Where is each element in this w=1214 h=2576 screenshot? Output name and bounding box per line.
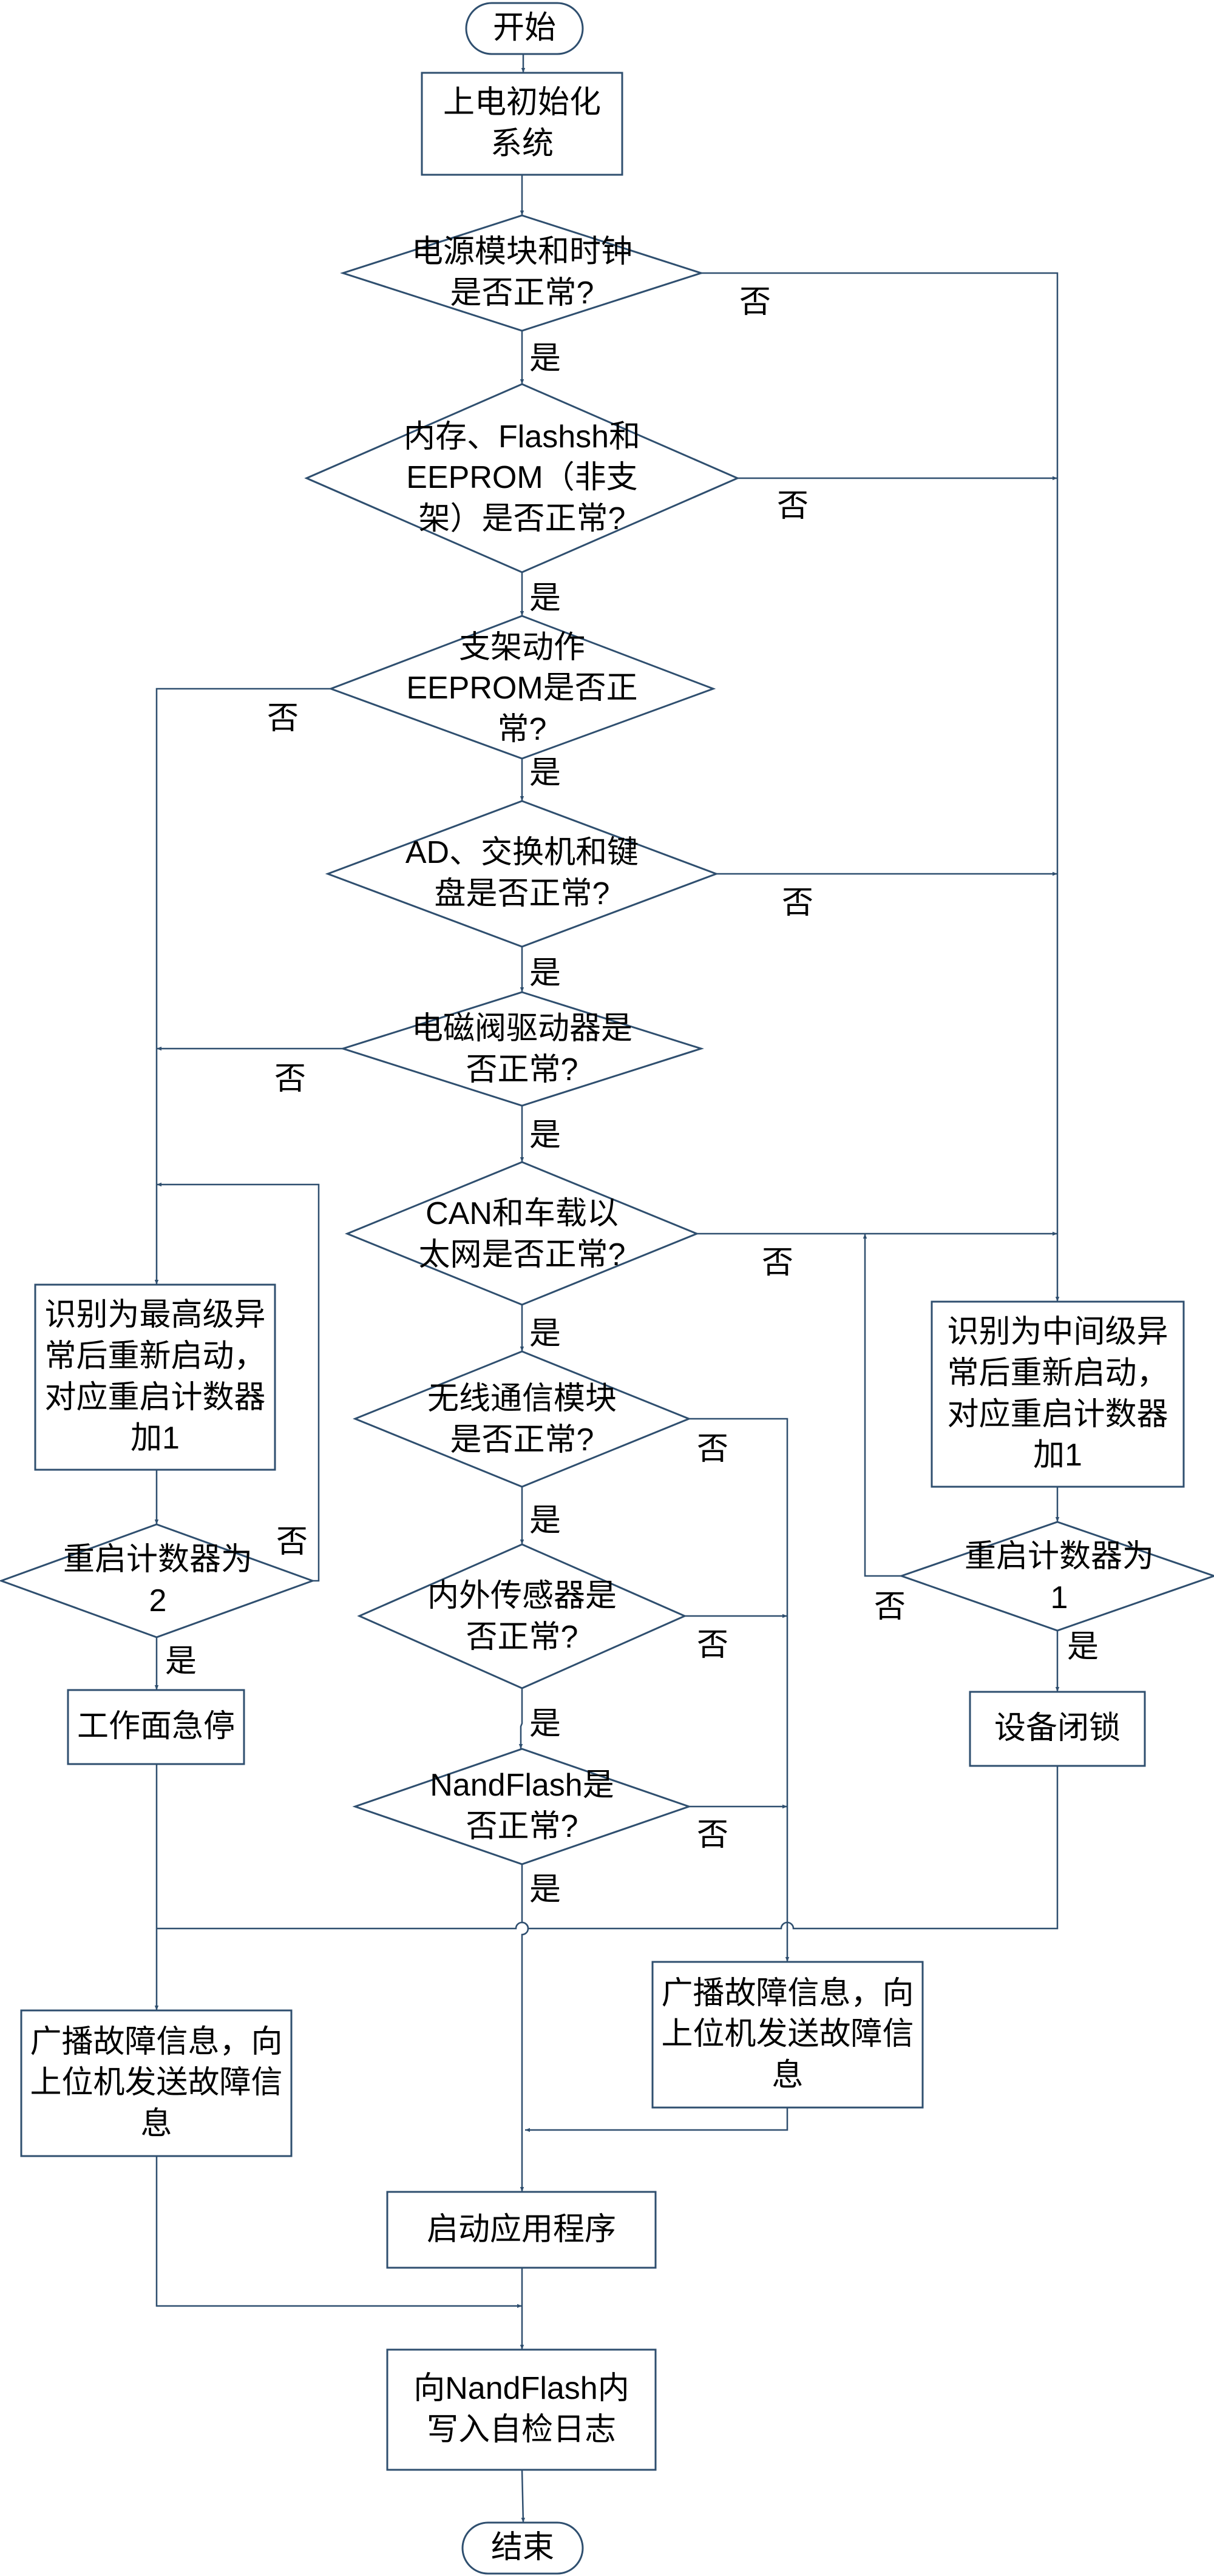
wireless-no-label: 否	[697, 1432, 729, 1467]
valve-driver-label: 电磁阀驱动器是 否正常?	[411, 1011, 632, 1087]
wireless-yes-label: 是	[529, 1503, 561, 1538]
restart-count-1-no-label: 否	[874, 1589, 906, 1624]
can-ethernet-label: CAN和车载以 太网是否正常?	[418, 1196, 626, 1273]
sensors-no-label: 否	[697, 1628, 729, 1663]
eeprom-yes-label: 是	[529, 756, 561, 791]
broadcast-left-label: 广播故障信息，向 上位机发送故障信 息	[30, 2024, 283, 2142]
emergency-stop-box	[67, 1689, 245, 1765]
edge-cnt1-no	[863, 1234, 901, 1577]
edge-cnt2-no	[157, 1182, 320, 1582]
power-clock-label: 电源模块和时钟 是否正常?	[411, 234, 632, 311]
edge-wireless-no	[689, 1418, 790, 1962]
start-terminal	[465, 2, 584, 55]
sensors-yes-label: 是	[529, 1706, 561, 1742]
start-app-label: 启动应用程序	[426, 2211, 616, 2247]
wireless-label: 无线通信模块 是否正常?	[427, 1381, 617, 1458]
edge-power-no	[701, 272, 1060, 1302]
eeprom-no-label: 否	[267, 701, 299, 736]
emergency-stop-label: 工作面急停	[76, 1709, 235, 1745]
device-lock-box	[969, 1691, 1146, 1767]
support-eeprom-label: 支架动作 EEPROM是否正 常?	[406, 629, 638, 747]
power-yes-label: 是	[529, 341, 561, 376]
edge-broadcast-right-startapp	[525, 2108, 788, 2132]
ad-yes-label: 是	[529, 956, 561, 991]
restart-count-2-label: 重启计数器为 2	[63, 1542, 253, 1618]
mid-level-restart-label: 识别为中间级异 常后重新启动， 对应重启计数器 加1	[947, 1314, 1168, 1473]
memory-yes-label: 是	[529, 581, 561, 616]
nandflash-label: NandFlash是 否正常?	[430, 1768, 614, 1844]
ad-no-label: 否	[782, 885, 814, 921]
restart-count-1-yes-label: 是	[1067, 1629, 1099, 1665]
mid-level-restart-box	[931, 1300, 1185, 1488]
start-label: 开始	[492, 10, 556, 46]
valve-no-label: 否	[274, 1061, 307, 1097]
sensors-label: 内外传感器是 否正常?	[427, 1578, 617, 1655]
init-label: 上电初始化 系统	[443, 85, 601, 161]
edge-broadcast-left-log	[155, 2156, 522, 2308]
broadcast-right-label: 广播故障信息，向 上位机发送故障信 息	[661, 1975, 914, 2093]
restart-count-2-yes-label: 是	[165, 1644, 197, 1679]
end-label: 结束	[490, 2530, 554, 2566]
valve-yes-label: 是	[529, 1118, 561, 1153]
high-level-restart-label: 识别为最高级异 常后重新启动， 对应重启计数器 加1	[44, 1297, 266, 1456]
edge-lock-merge	[157, 1766, 1059, 1930]
can-no-label: 否	[762, 1245, 794, 1280]
edge-nand-startapp	[520, 1864, 529, 2192]
memory-no-label: 否	[777, 488, 809, 524]
can-yes-label: 是	[529, 1316, 561, 1351]
edge-eeprom-no	[154, 688, 331, 1285]
start-app-box	[386, 2191, 657, 2269]
ad-switch-label: AD、交换机和键 盘是否正常?	[405, 835, 639, 911]
nandflash-yes-label: 是	[529, 1872, 561, 1907]
memory-flash-label: 内存、Flashsh和 EEPROM（非支 架）是否正常?	[403, 419, 641, 536]
power-no-label: 否	[739, 285, 771, 320]
device-lock-label: 设备闭锁	[994, 1711, 1121, 1746]
write-log-box	[386, 2348, 657, 2471]
broadcast-left-box	[20, 2009, 293, 2157]
edge-log-end	[521, 2469, 526, 2523]
high-level-restart-box	[34, 1283, 276, 1471]
write-log-label: 向NandFlash内 写入自检日志	[413, 2371, 629, 2447]
restart-count-1-label: 重启计数器为 1	[964, 1539, 1154, 1615]
broadcast-right-box	[651, 1961, 924, 2109]
restart-count-2-no-label: 否	[276, 1524, 308, 1560]
nandflash-no-label: 否	[697, 1817, 729, 1853]
edge-sensor-nand	[518, 1688, 523, 1749]
init-box	[421, 72, 623, 176]
